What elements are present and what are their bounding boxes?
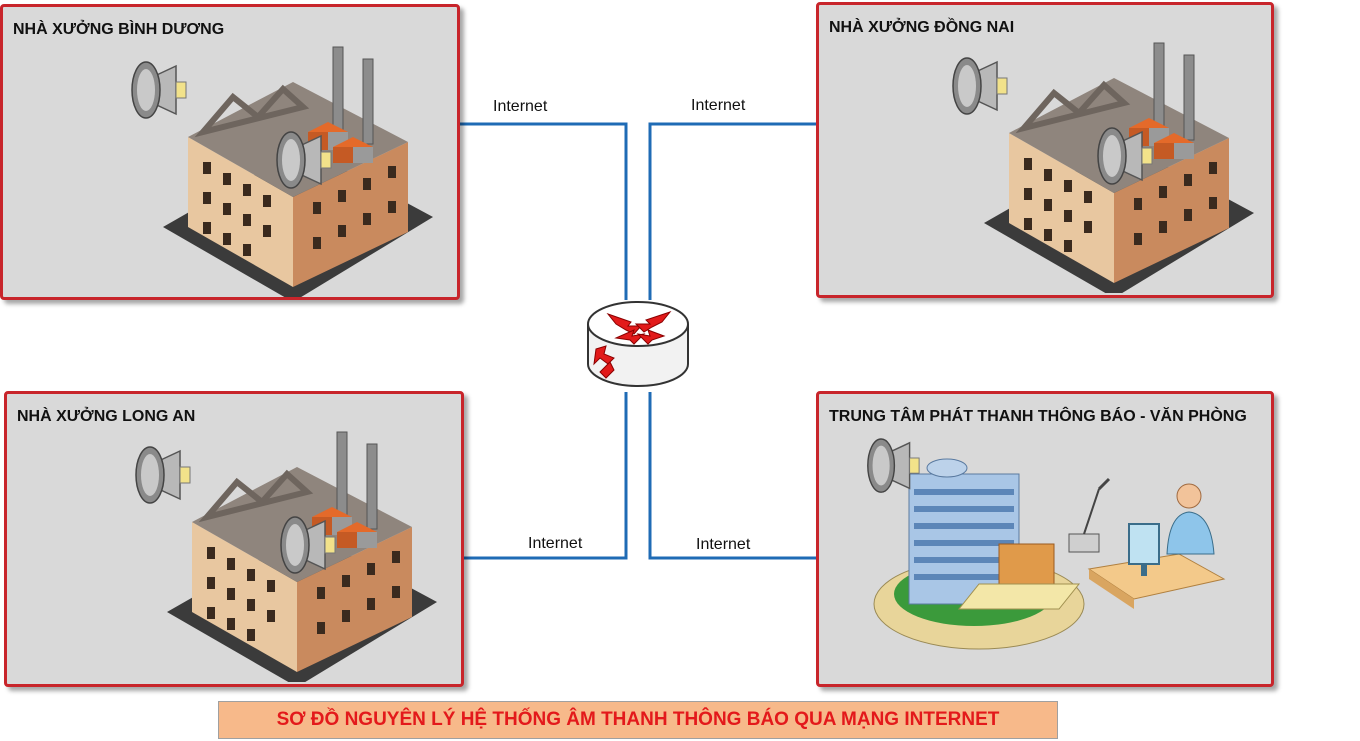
factory-icon (131, 37, 453, 297)
panel-title-binh-duong: NHÀ XƯỞNG BÌNH DƯƠNG (13, 21, 225, 38)
panel-title-dong-nai: NHÀ XƯỞNG ĐỒNG NAI (829, 19, 1015, 36)
operator-desk-icon (1068, 477, 1226, 609)
panel-long-an: NHÀ XƯỞNG LONG AN (4, 391, 464, 687)
office-building-icon (867, 438, 1085, 650)
panel-binh-duong: NHÀ XƯỞNG BÌNH DƯƠNG (0, 4, 460, 300)
factory-icon (135, 422, 457, 682)
link-label-top-left: Internet (493, 98, 548, 115)
link-label-bottom-left: Internet (528, 535, 583, 552)
panel-title-long-an: NHÀ XƯỞNG LONG AN (17, 408, 196, 425)
panel-center: TRUNG TÂM PHÁT THANH THÔNG BÁO - VĂN PHÒ… (816, 391, 1274, 687)
router-icon (587, 301, 689, 387)
link-label-bottom-right: Internet (696, 536, 751, 553)
panel-dong-nai: NHÀ XƯỞNG ĐỒNG NAI (816, 2, 1274, 298)
link-label-top-right: Internet (691, 97, 746, 114)
diagram-caption: SƠ ĐỒ NGUYÊN LÝ HỆ THỐNG ÂM THANH THÔNG … (218, 701, 1058, 739)
panel-title-center: TRUNG TÂM PHÁT THANH THÔNG BÁO - VĂN PHÒ… (829, 408, 1247, 425)
factory-icon (952, 33, 1274, 293)
